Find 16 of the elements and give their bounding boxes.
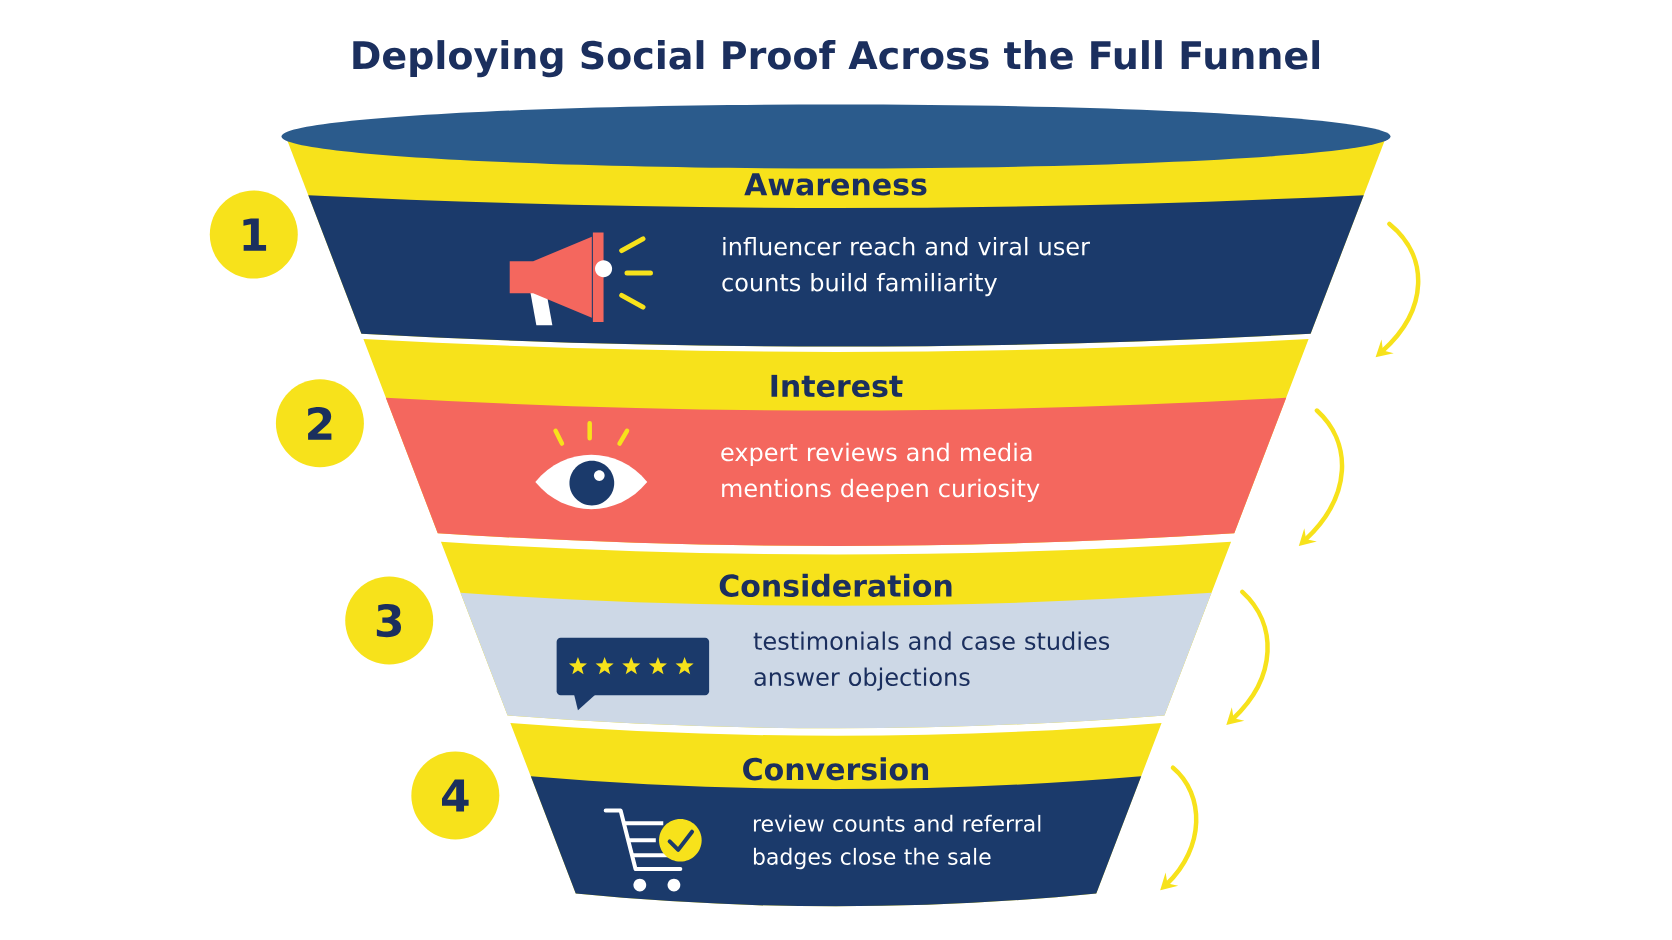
number-badge: 3 (345, 576, 434, 665)
band-description: expert reviews and media mentions deepen curiosity (721, 442, 1040, 502)
number-badge: 1 (209, 190, 298, 279)
number-badge: 2 (275, 379, 364, 468)
band-description: review counts and referral badges close the sale (753, 814, 1041, 869)
band-heading: Conversion (743, 757, 929, 781)
band-heading: Interest (771, 374, 903, 397)
number-badge: 4 (411, 751, 500, 840)
funnel-band (440, 541, 1232, 729)
title: Deploying Social Proof Across the Full Funnel (353, 39, 1320, 77)
band-description: testimonials and case studies answer objections (753, 631, 1110, 691)
band-heading: Consideration (719, 573, 952, 597)
band-heading: Awareness (744, 173, 927, 196)
funnel-band (363, 338, 1309, 546)
band-description: influencer reach and viral user counts build familiarity (722, 236, 1090, 296)
funnel-band (510, 722, 1162, 907)
